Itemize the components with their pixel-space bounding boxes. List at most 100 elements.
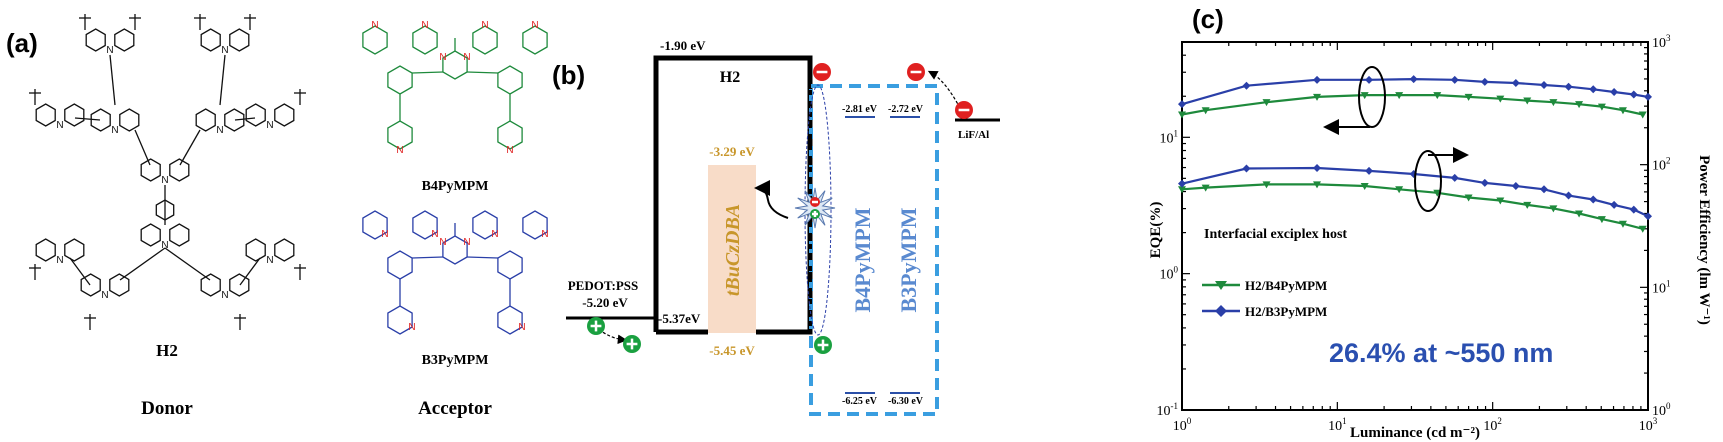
data-point xyxy=(1242,164,1251,173)
data-point xyxy=(1610,200,1619,209)
emitter-lumo-label: -3.29 eV xyxy=(709,144,755,159)
data-point xyxy=(1480,178,1489,187)
bond xyxy=(109,54,116,106)
plot-frame xyxy=(1181,41,1649,411)
chart-annotation: Interfacial exciplex host xyxy=(1204,227,1347,242)
exciplex-burst-icon xyxy=(794,187,836,229)
pyridine-ring xyxy=(412,25,438,55)
data-point xyxy=(1549,205,1558,213)
carbazole-ring xyxy=(274,238,295,262)
b3-lumo-label: -2.72 eV xyxy=(888,104,924,115)
phenyl-ring xyxy=(497,65,523,95)
legend-label-b3: H2/B3PyMPM xyxy=(1245,304,1327,319)
pyridine-ring xyxy=(497,305,523,335)
data-point xyxy=(1360,92,1369,100)
data-point xyxy=(1365,166,1374,175)
panel-b-label: (b) xyxy=(552,60,585,90)
y2-tick-label: 103 xyxy=(1652,33,1671,51)
bond xyxy=(466,71,499,74)
data-point xyxy=(1313,163,1322,172)
data-point xyxy=(1597,103,1606,111)
carbazole-ring xyxy=(64,238,85,262)
b4-homo-label: -6.25 eV xyxy=(842,396,878,407)
legend-label-b4: H2/B4PyMPM xyxy=(1245,278,1327,293)
x-tick-label: 101 xyxy=(1328,416,1347,434)
pyridine-ring xyxy=(412,210,438,240)
carbazole-ring xyxy=(90,108,111,132)
carbazole-ring xyxy=(80,273,101,297)
panel-a-label: (a) xyxy=(6,28,38,58)
carbazole-ring xyxy=(229,28,250,52)
y-axis-label: EQE(%) xyxy=(1148,202,1164,259)
nitrogen-atom-label: N xyxy=(463,52,470,63)
data-point xyxy=(1549,99,1558,107)
carbazole-ring xyxy=(140,158,161,182)
phenyl-ring xyxy=(387,250,413,280)
nitrogen-atom-label: N xyxy=(481,20,488,31)
pyridine-ring xyxy=(522,25,548,55)
data-point xyxy=(1409,75,1418,84)
y2-tick-label: 100 xyxy=(1652,401,1671,419)
nitrogen-atom-label: N xyxy=(541,229,548,240)
data-point xyxy=(1201,184,1210,192)
bond xyxy=(234,117,256,121)
acceptor-dashed-box xyxy=(809,84,939,416)
x-tick-label-exponent: 1 xyxy=(1342,416,1347,426)
x-tick-label-exponent: 2 xyxy=(1497,416,1502,426)
nitrogen-atom-label: N xyxy=(421,20,428,31)
carbazole-ring xyxy=(64,103,85,127)
bond xyxy=(69,257,91,286)
carbazole-ring xyxy=(169,223,190,247)
donor-caption: Donor xyxy=(141,398,193,419)
nitrogen-atom-label: N xyxy=(506,145,513,156)
h2-lumo-label: -1.90 eV xyxy=(660,38,706,53)
carbazole-ring xyxy=(169,158,190,182)
pyrimidine-ring xyxy=(442,50,468,80)
series-line-pe-2 xyxy=(1181,183,1643,230)
pyridine-ring xyxy=(362,25,388,55)
carbazole-ring xyxy=(109,273,130,297)
data-point xyxy=(1480,77,1489,86)
data-point xyxy=(1360,183,1369,191)
phenyl-ring xyxy=(387,65,413,95)
electron-injection-arrow xyxy=(927,70,961,109)
data-point xyxy=(1575,210,1584,218)
data-point xyxy=(1539,185,1548,194)
data-point xyxy=(1313,75,1322,84)
x-tick-label-exponent: 0 xyxy=(1187,416,1192,426)
emitter-label: tBuCzDBA xyxy=(722,204,744,296)
data-point xyxy=(1395,186,1404,194)
hole-injection-arrow xyxy=(591,321,628,345)
eqe-curves-indicator-ellipse xyxy=(1358,66,1386,128)
nitrogen-atom-label: N xyxy=(101,290,108,301)
y-tick-label-exponent: -1 xyxy=(1171,401,1179,411)
nitrogen-atom-label: N xyxy=(439,52,446,63)
emitter-energy-band xyxy=(708,165,756,333)
nitrogen-atom-label: N xyxy=(106,45,113,56)
bond xyxy=(239,257,261,286)
data-point xyxy=(1564,82,1573,91)
data-point xyxy=(1564,191,1573,200)
pyridine-ring xyxy=(522,210,548,240)
y-tick-label-exponent: 0 xyxy=(1174,265,1179,275)
data-point xyxy=(1178,179,1186,188)
carbazole-ring xyxy=(35,103,56,127)
nitrogen-atom-label: N xyxy=(408,322,415,333)
bond xyxy=(74,117,101,121)
nitrogen-atom-label: N xyxy=(111,125,118,136)
nitrogen-atom-label: N xyxy=(266,255,273,266)
nitrogen-atom-label: N xyxy=(396,145,403,156)
y-tick-label: 100 xyxy=(1160,265,1179,283)
data-point xyxy=(1262,99,1271,107)
data-point xyxy=(1395,92,1404,100)
carbazole-ring xyxy=(274,103,295,127)
donor-name: H2 xyxy=(156,341,178,360)
data-point xyxy=(1450,173,1459,182)
bond xyxy=(466,256,499,259)
y2-tick-label: 101 xyxy=(1652,278,1671,296)
